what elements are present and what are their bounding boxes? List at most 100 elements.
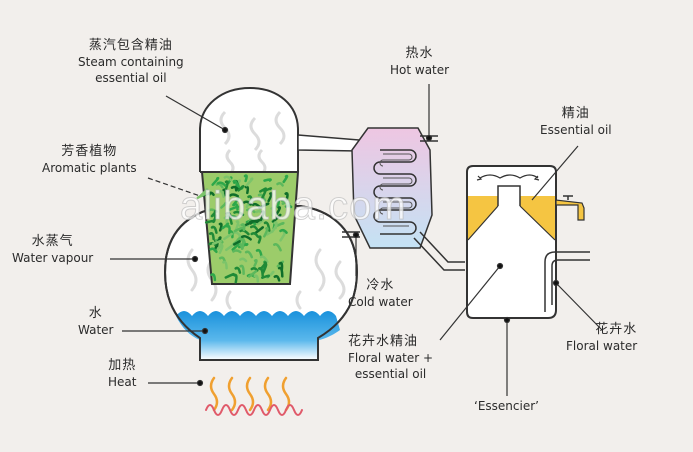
leaf: [255, 248, 263, 257]
leaf: [259, 261, 267, 271]
leaf: [207, 191, 215, 197]
leaf: [223, 216, 229, 225]
leaf: [245, 208, 256, 214]
label-vapour: 水蒸气 Water vapour: [12, 234, 93, 266]
leaf: [259, 210, 265, 222]
label-plants: 芳香植物 Aromatic plants: [42, 144, 137, 176]
leaf: [279, 228, 288, 234]
plant-basket: [196, 171, 300, 285]
leaf: [243, 174, 248, 183]
leaf: [223, 175, 232, 182]
leaf: [249, 225, 259, 231]
oil-layer-right: [520, 196, 555, 240]
leaf: [267, 192, 273, 203]
leaf: [223, 232, 233, 241]
label-heat-zh: 加热: [108, 358, 137, 373]
leaf: [239, 264, 245, 276]
label-essential-oil-zh: 精油: [561, 106, 590, 121]
leaf: [212, 213, 217, 223]
label-essential-oil-en: Essential oil: [540, 123, 612, 137]
leaf: [231, 242, 241, 251]
leaf: [211, 176, 220, 186]
boiling-water: [176, 311, 340, 360]
leaf: [256, 218, 265, 226]
leaf: [222, 260, 228, 270]
leaf: [230, 185, 240, 192]
leaf: [275, 199, 280, 208]
leaf: [210, 225, 218, 234]
leaf: [228, 205, 240, 211]
label-floral-water-en: Floral water: [566, 339, 638, 353]
label-steam-en1: Steam containing: [78, 55, 184, 69]
leaf: [229, 193, 239, 198]
leaf: [284, 192, 289, 201]
leaf: [244, 250, 254, 259]
leaf: [261, 274, 271, 279]
leaf: [273, 243, 282, 252]
leaf: [260, 188, 267, 200]
label-cold-water: 冷水 Cold water: [348, 278, 413, 310]
label-floral-water: 花卉水 Floral water: [566, 322, 637, 354]
leaf: [232, 231, 243, 238]
leaf: [263, 221, 271, 232]
leaf: [258, 202, 270, 210]
leaf: [210, 209, 218, 218]
leaf: [225, 244, 234, 252]
label-cold-water-en: Cold water: [348, 295, 413, 309]
label-essencier-en: ‘Essencier’: [474, 399, 539, 413]
leaf: [259, 255, 269, 264]
leaf: [250, 267, 259, 272]
leaf: [210, 273, 217, 282]
leaf: [275, 206, 282, 216]
leaf: [263, 178, 272, 182]
leader-lines: [110, 84, 603, 396]
condenser: [342, 127, 465, 271]
leaf: [276, 260, 285, 268]
leaf: [216, 181, 227, 187]
label-floral-oil-en1: Floral water +: [348, 351, 434, 365]
label-steam: 蒸汽包含精油 Steam containing essential oil: [78, 38, 184, 86]
leaf: [278, 261, 284, 272]
leaf: [240, 223, 246, 232]
leaf: [284, 204, 293, 209]
heat-source: [205, 376, 303, 416]
label-floral-oil-en2: essential oil: [354, 367, 427, 381]
leaf: [279, 231, 287, 242]
label-hot-water-en: Hot water: [390, 63, 450, 77]
leaf: [225, 211, 233, 219]
leaf: [273, 274, 281, 282]
leaf: [254, 226, 265, 235]
label-water-zh: 水: [88, 306, 103, 321]
leaf: [272, 213, 282, 223]
leaf: [239, 257, 248, 263]
leaf: [218, 222, 223, 232]
leaf: [222, 188, 227, 197]
label-hot-water: 热水 Hot water: [390, 46, 449, 78]
leaf: [220, 201, 228, 209]
label-cold-water-zh: 冷水: [366, 278, 395, 293]
essencier: [466, 165, 590, 319]
leaf: [270, 206, 275, 217]
leaf: [275, 221, 285, 228]
leaf: [217, 189, 225, 198]
leaf: [211, 239, 222, 246]
leaf: [224, 272, 235, 279]
label-essential-oil: 精油 Essential oil: [540, 106, 612, 138]
condenser-coil: [373, 149, 417, 235]
leaf: [244, 185, 250, 195]
oil-tap: [555, 199, 585, 221]
label-water-en: Water: [78, 323, 114, 337]
leaf: [221, 222, 230, 230]
leaf: [208, 232, 215, 241]
label-steam-zh: 蒸汽包含精油: [88, 38, 173, 53]
leaf: [232, 240, 241, 246]
label-essencier: ‘Essencier’: [474, 398, 539, 414]
leaf: [237, 184, 245, 192]
leaf: [249, 219, 260, 224]
leaf: [257, 235, 262, 244]
leaf: [242, 200, 253, 206]
leaf: [218, 256, 226, 262]
label-plants-zh: 芳香植物: [61, 144, 118, 159]
leaf: [245, 177, 254, 187]
leaf: [233, 210, 245, 216]
